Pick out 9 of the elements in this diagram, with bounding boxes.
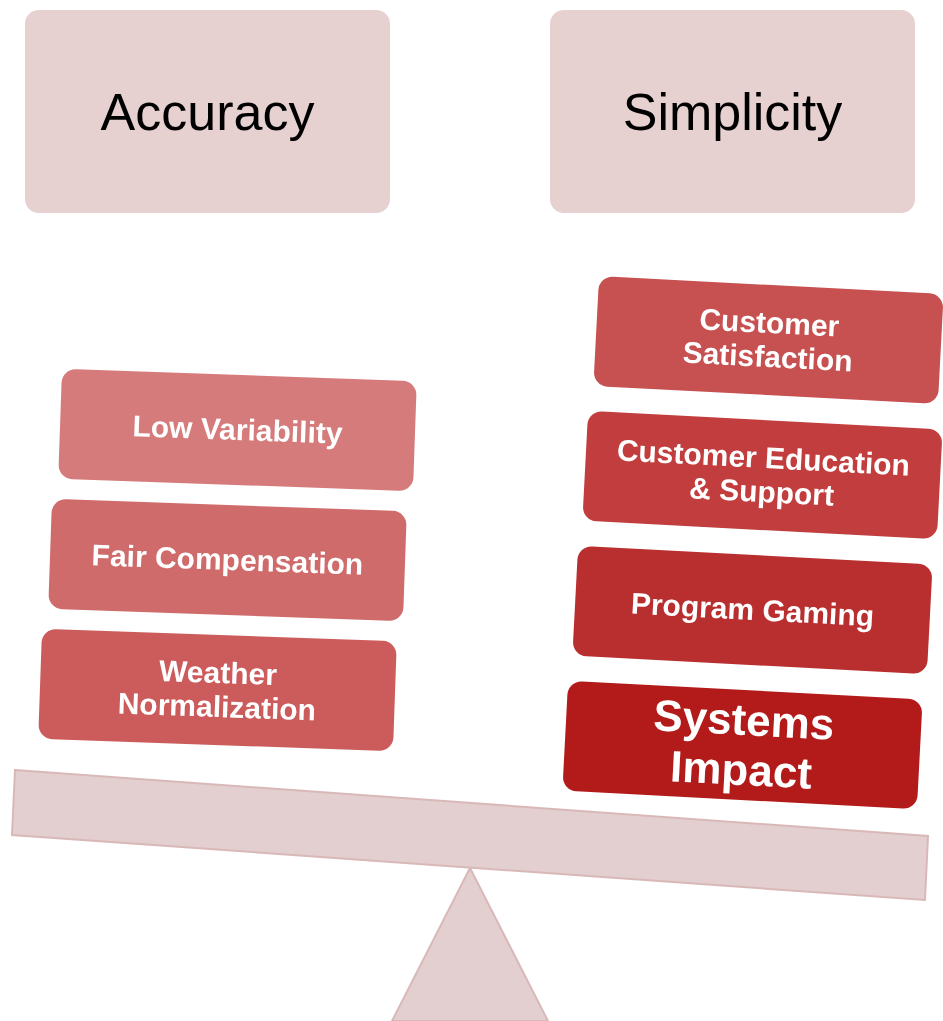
- factor-box: Weather Normalization: [38, 628, 397, 752]
- factor-box: Low Variability: [58, 368, 417, 492]
- factor-box: Program Gaming: [572, 545, 933, 675]
- factor-box: Customer Education & Support: [582, 410, 943, 540]
- factor-box: Fair Compensation: [48, 498, 407, 622]
- factor-box: Customer Satisfaction: [593, 276, 943, 404]
- heading-box: Accuracy: [25, 10, 390, 213]
- factor-box: Systems Impact: [562, 680, 923, 810]
- heading-box: Simplicity: [550, 10, 915, 213]
